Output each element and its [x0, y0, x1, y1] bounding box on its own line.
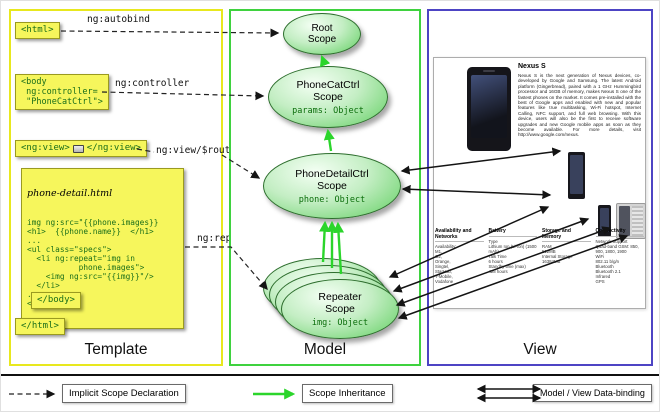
list-item: <body [21, 77, 47, 87]
product-title: Nexus S [518, 63, 546, 70]
thumbnail-screen [600, 208, 609, 232]
scope-property: params: Object [292, 105, 364, 116]
phone-detail-template-box: phone-detail.html img ng:src="{{phone.im… [21, 168, 184, 329]
phone-detail-code: img ng:src="{{phone.images}}<h1> {{phone… [27, 218, 178, 308]
scope-name: Scope [317, 179, 347, 192]
spec-column-header: Battery [488, 228, 537, 237]
phone-thumbnail [568, 152, 585, 199]
spec-column-items: Availability:M1,O2,Orange,Singtel,StarHu… [435, 244, 484, 284]
legend-scope-inheritance: Scope Inheritance [302, 384, 393, 403]
list-item: 16384MB [542, 259, 561, 265]
list-item: Lithium Ion (Li-Ion) (1500 mAh) [488, 243, 537, 254]
ng-view-route-label: ng:view/$route [156, 145, 237, 156]
thumbnail-screen [570, 155, 583, 194]
ng-view-open-tag: <ng:view> [21, 143, 70, 153]
scope-name: Repeater [318, 290, 362, 303]
template-panel-label: Template [84, 341, 148, 358]
scope-property: phone: Object [298, 194, 366, 205]
phone-detail-filename: phone-detail.html [27, 188, 113, 199]
list-item: </li> [27, 281, 60, 290]
list-item: ng:controller= [21, 87, 98, 97]
monitor-icon [72, 144, 84, 153]
ng-view-tag-box: <ng:view> </ng:view> [15, 140, 147, 157]
spec-column-header: Availability and Networks [435, 228, 484, 243]
list-item: img ng:src="{{phone.images}} [27, 218, 159, 227]
phonecatctrl-scope-ellipse: PhoneCatCtrl Scope params: Object [268, 66, 388, 128]
list-item: <li ng:repeat="img in [27, 254, 135, 263]
spec-column-availability: Availability and Networks Availability:M… [435, 228, 484, 284]
root-scope-ellipse: Root Scope [283, 13, 361, 55]
spec-table: Availability and Networks Availability:M… [435, 228, 645, 284]
legend-implicit-scope: Implicit Scope Declaration [62, 384, 186, 403]
scope-name: Scope [313, 90, 343, 103]
model-panel-label: Model [303, 341, 347, 358]
view-panel-label: View [523, 341, 557, 358]
list-item: Vodafone [435, 279, 454, 285]
ng-autobind-label: ng:autobind [87, 14, 150, 25]
scope-property: img: Object [311, 317, 369, 328]
ng-controller-label: ng:controller [115, 78, 190, 89]
scope-name: Scope [307, 34, 337, 45]
body-open-tag-box: <body ng:controller= "PhoneCatCtrl"> [15, 74, 109, 110]
html-close-tag-box: </html> [15, 318, 65, 335]
scope-name: Scope [325, 302, 355, 315]
phone-speaker [483, 70, 495, 72]
ng-repeat-label: ng:repeat [197, 233, 249, 244]
list-item: 428 hours [488, 268, 508, 274]
spec-column-header: Connectivity [595, 228, 644, 237]
list-item: Quad-band GSM: 850, 900, 1800, 1900 [595, 243, 639, 254]
product-description: Nexus S is the next generation of Nexus … [518, 73, 641, 138]
scope-name: PhoneDetailCtrl [295, 167, 369, 180]
list-item: GPS [595, 278, 605, 284]
legend-data-binding: Model / View Data-binding [533, 384, 652, 402]
phone-image [467, 67, 511, 151]
repeater-scope-ellipse: Repeater Scope img: Object [281, 279, 399, 339]
scope-name: Root [311, 23, 333, 34]
ng-view-close-tag: </ng:view> [86, 143, 141, 153]
list-item: phone.images"> [27, 263, 145, 272]
list-item: <h1> {{phone.name}} </h1> [27, 227, 154, 236]
legend-separator [1, 374, 659, 376]
list-item: "PhoneCatCtrl"> [21, 97, 103, 107]
list-item: <ul class="specs"> [27, 245, 112, 254]
phonedetailctrl-scope-ellipse: PhoneDetailCtrl Scope phone: Object [263, 153, 401, 219]
list-item: ... [27, 236, 42, 245]
phone-thumbnail-flip [616, 203, 646, 239]
phone-screen [471, 75, 507, 138]
list-item: <img ng:src="{{img}}"/> [27, 272, 154, 281]
scope-name: PhoneCatCtrl [296, 78, 360, 91]
thumbnail-keypad [632, 206, 643, 236]
body-close-tag-box: </body> [31, 292, 81, 309]
thumbnail-screen [619, 206, 630, 236]
spec-column-header: Storage and Memory [542, 228, 591, 243]
html-open-tag-box: <html> [15, 22, 60, 39]
